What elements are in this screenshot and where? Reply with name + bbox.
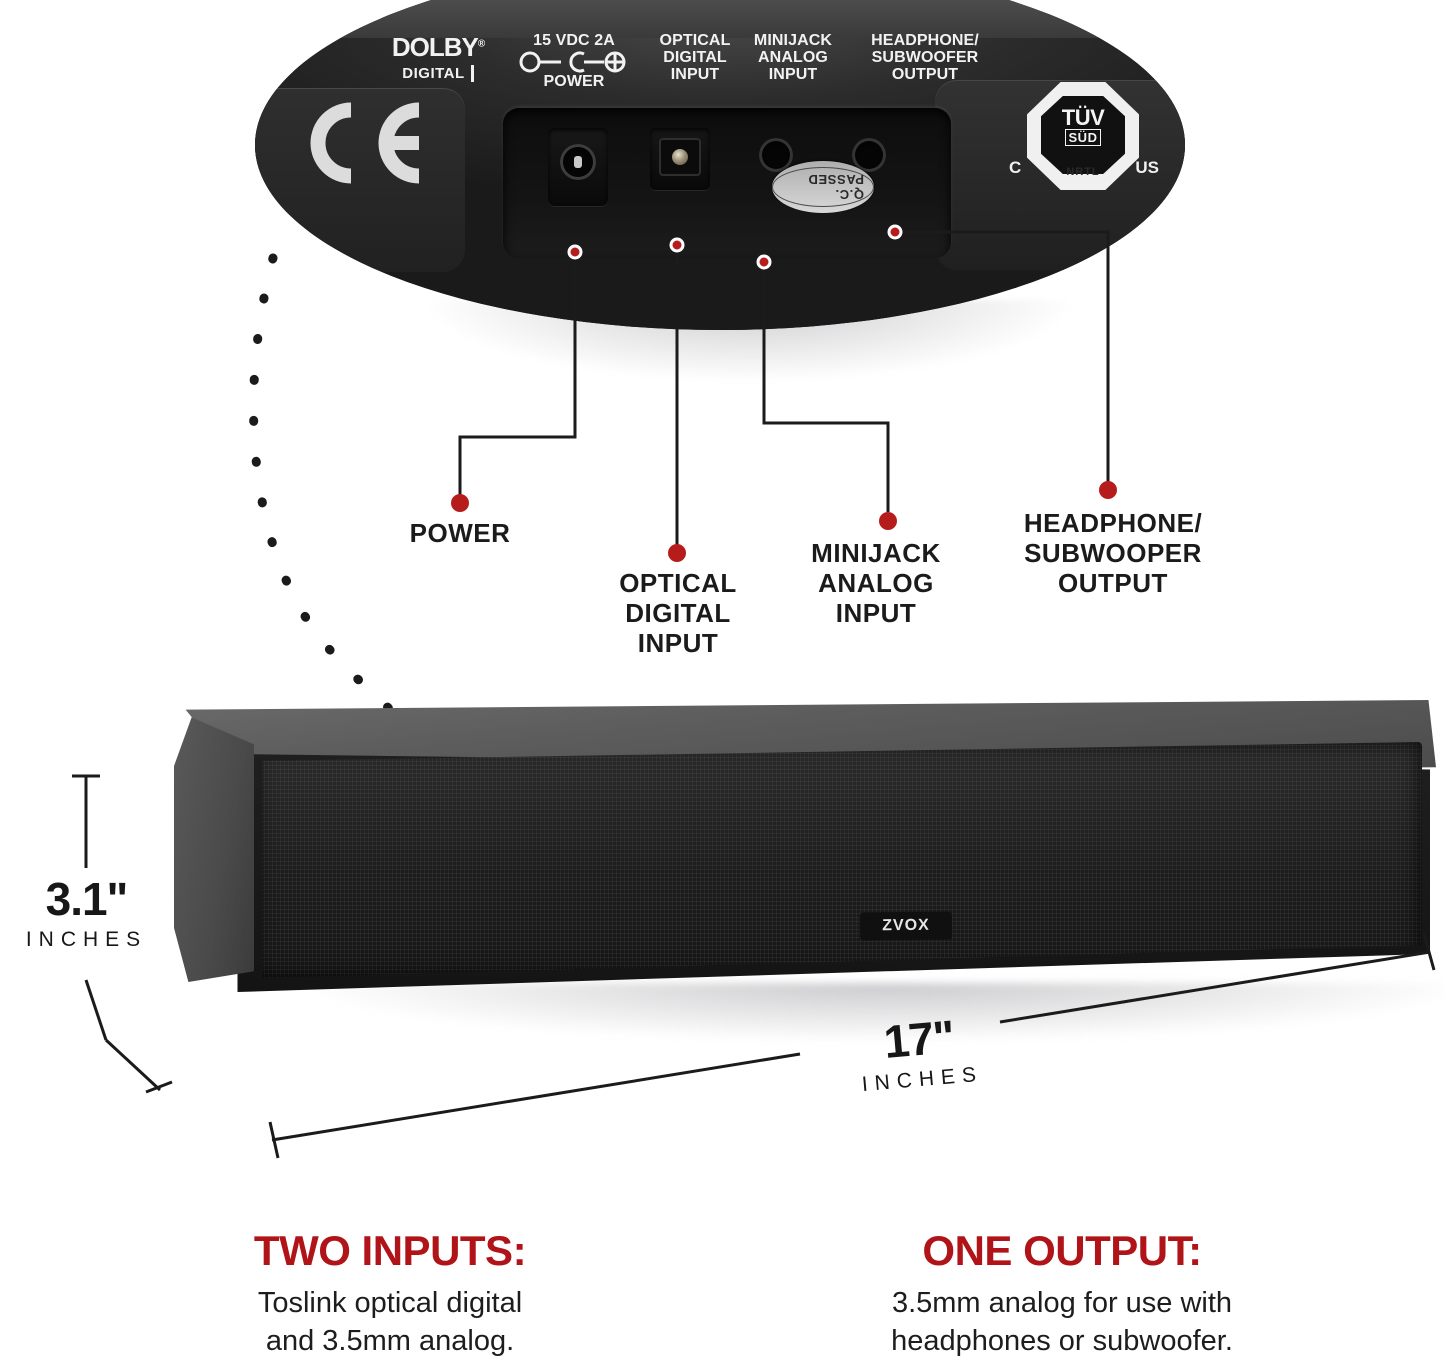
dolby-digital-badge: DIGITAL xyxy=(402,65,474,82)
callout-headphone-line1: HEADPHONE/ xyxy=(1023,508,1203,538)
feature-block-inputs: TWO INPUTS: Toslink optical digital and … xyxy=(100,1228,680,1360)
optical-label-line1: OPTICAL xyxy=(659,32,731,49)
ce-mark-icon xyxy=(310,102,420,184)
callout-optical-line3: INPUT xyxy=(637,628,719,658)
callout-headphone-line3: OUTPUT xyxy=(1058,568,1168,598)
silkscreen-label-power: 15 VDC 2A POWER xyxy=(508,32,640,90)
callout-minijack-line1: MINIJACK xyxy=(811,538,941,568)
soundbar-product-photo: ZVOX xyxy=(160,668,1445,1078)
panel-top-band xyxy=(255,0,1185,38)
feature-block-output: ONE OUTPUT: 3.5mm analog for use with he… xyxy=(752,1228,1372,1360)
minijack-label-line2: ANALOG xyxy=(758,49,828,66)
feature-output-body-line1: 3.5mm analog for use with xyxy=(891,1287,1233,1319)
headphone-label-line1: HEADPHONE/ xyxy=(871,32,979,49)
callout-minijack-line2: ANALOG xyxy=(818,568,934,598)
optical-toslink-port[interactable] xyxy=(650,128,710,190)
callout-optical-line2: DIGITAL xyxy=(625,598,731,628)
feature-output-body: 3.5mm analog for use with headphones or … xyxy=(752,1284,1372,1360)
tuv-sud-certification-mark: TÜV SÜD NRTL C US xyxy=(1007,80,1159,200)
feature-inputs-body-line1: Toslink optical digital xyxy=(257,1287,523,1319)
tuv-c-mark: C xyxy=(1009,158,1022,177)
callout-optical-digital-input: OPTICAL DIGITAL INPUT xyxy=(566,568,790,658)
headphone-label-line2: SUBWOOFER xyxy=(871,49,979,66)
dimension-height-label: 3.1" INCHES xyxy=(4,872,169,952)
silkscreen-label-headphone: HEADPHONE/ SUBWOOFER OUTPUT xyxy=(837,32,1013,83)
dolby-digital-logo: DOLBY® DIGITAL xyxy=(373,32,503,83)
dc-power-jack[interactable] xyxy=(548,128,608,206)
dimension-width xyxy=(268,933,1436,1159)
feature-inputs-body: Toslink optical digital and 3.5mm analog… xyxy=(100,1284,680,1360)
callout-minijack-line3: INPUT xyxy=(835,598,917,628)
minijack-analog-input-port[interactable] xyxy=(759,138,793,172)
tuv-nrtl-text: NRTL xyxy=(1066,166,1100,178)
feature-inputs-body-line2: and 3.5mm analog. xyxy=(265,1325,515,1357)
headphone-subwoofer-output-port[interactable] xyxy=(852,138,886,172)
panel-left-plate xyxy=(255,88,465,272)
minijack-label-line1: MINIJACK xyxy=(753,32,833,49)
optical-label-line3: INPUT xyxy=(670,66,720,83)
dimension-height-value: 3.1" xyxy=(45,873,129,925)
minijack-label-line3: INPUT xyxy=(768,66,818,83)
callout-power: POWER xyxy=(330,518,590,548)
dolby-wordmark: DOLBY® xyxy=(373,32,503,63)
silkscreen-label-minijack: MINIJACK ANALOG INPUT xyxy=(733,32,853,83)
tuv-sud-text: SÜD xyxy=(1064,129,1102,146)
dimension-height xyxy=(72,774,173,1094)
dc-power-symbol-icon xyxy=(519,51,626,73)
feature-inputs-title: TWO INPUTS: xyxy=(253,1227,527,1274)
feature-output-body-line2: headphones or subwoofer. xyxy=(891,1325,1233,1357)
callout-minijack-analog-input: MINIJACK ANALOG INPUT xyxy=(772,538,980,628)
soundbar-shadow xyxy=(290,983,1445,1043)
dolby-wordmark-text: DOLBY xyxy=(391,32,479,62)
callout-power-line1: POWER xyxy=(409,518,511,548)
power-voltage-text: 15 VDC 2A xyxy=(533,32,615,49)
tuv-us-mark: US xyxy=(1135,158,1159,177)
dimension-height-unit: INCHES xyxy=(25,928,148,951)
dc-center-pin xyxy=(574,156,582,168)
tuv-wordmark: TÜV xyxy=(1061,105,1105,130)
callout-headphone-subwoofer-output: HEADPHONE/ SUBWOOPER OUTPUT xyxy=(988,508,1238,598)
headphone-label-line3: OUTPUT xyxy=(891,66,959,83)
silkscreen-label-optical: OPTICAL DIGITAL INPUT xyxy=(640,32,750,83)
toslink-opening xyxy=(659,138,701,176)
callout-optical-line1: OPTICAL xyxy=(619,568,737,598)
power-label-text: POWER xyxy=(543,73,605,90)
soundbar-left-end-cap xyxy=(174,717,254,982)
callout-headphone-line2: SUBWOOPER xyxy=(1024,538,1202,568)
dolby-registered-mark: ® xyxy=(477,38,485,50)
tuv-octagon-inner: TÜV SÜD xyxy=(1041,96,1125,174)
rear-panel-closeup-photo: interference, and (2) received, includin… xyxy=(255,0,1185,330)
soundbar-speaker-grille xyxy=(262,742,1422,978)
feature-output-title: ONE OUTPUT: xyxy=(922,1227,1202,1274)
optical-label-line2: DIGITAL xyxy=(663,49,727,66)
